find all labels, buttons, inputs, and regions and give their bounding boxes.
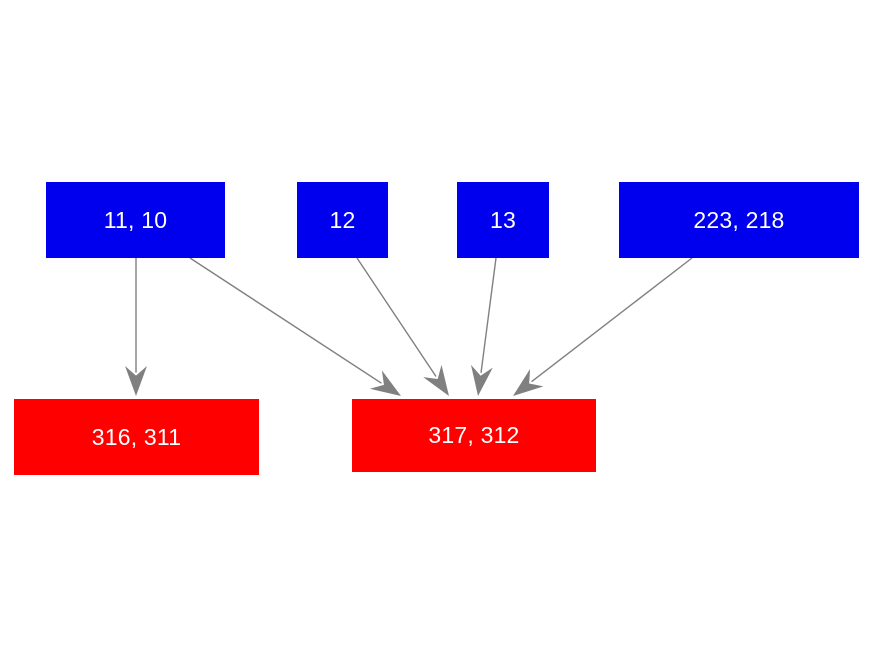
graph-edge	[513, 257, 693, 396]
edge-line	[531, 257, 693, 383]
edge-arrowhead	[513, 368, 544, 396]
graph-edge	[470, 257, 497, 396]
graph-edge	[125, 258, 147, 396]
graph-node-label: 12	[329, 206, 356, 233]
edge-arrowhead	[369, 370, 401, 396]
graph-edge	[356, 257, 449, 396]
edge-arrowhead	[125, 366, 147, 396]
graph-node-source[interactable]: 223, 218	[619, 182, 859, 258]
edge-arrowhead	[470, 364, 493, 396]
graph-node-source[interactable]: 13	[457, 182, 549, 258]
graph-node-target[interactable]: 317, 312	[352, 399, 596, 472]
graph-node-label: 13	[490, 206, 516, 233]
graph-node-label: 223, 218	[693, 206, 785, 233]
edge-line	[189, 257, 382, 384]
edge-line	[356, 257, 437, 377]
edge-arrowhead	[423, 364, 449, 396]
graph-node-label: 316, 311	[91, 423, 182, 450]
graph-node-source[interactable]: 11, 10	[46, 182, 225, 258]
graph-node-target[interactable]: 316, 311	[14, 399, 259, 475]
graph-node-label: 11, 10	[103, 206, 168, 233]
graph-node-label: 317, 312	[428, 422, 520, 448]
edge-line	[480, 257, 497, 373]
graph-node-source[interactable]: 12	[297, 182, 388, 258]
graph-edge	[189, 257, 401, 396]
